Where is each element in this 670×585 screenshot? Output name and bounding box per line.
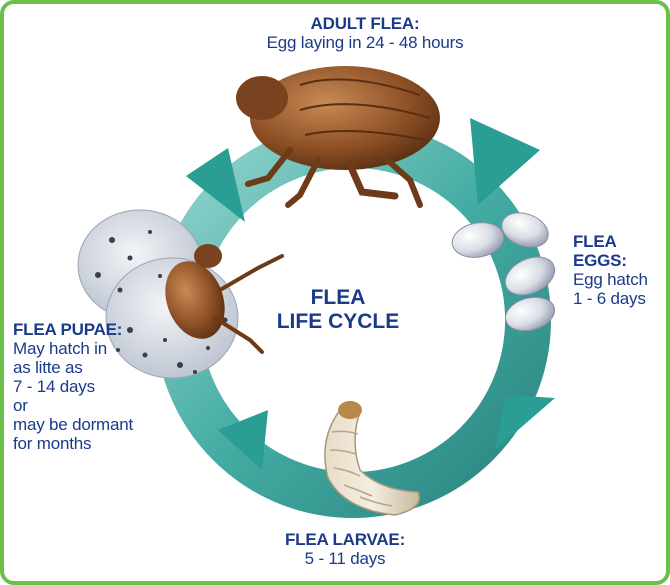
flea-eggs-detail-1: Egg hatch: [573, 270, 668, 289]
flea-pupae-detail-2: as litte as: [13, 358, 153, 377]
cycle-title-line1: FLEA: [268, 286, 408, 310]
flea-pupae-detail-5: may be dormant: [13, 415, 153, 434]
adult-flea-detail: Egg laying in 24 - 48 hours: [250, 33, 480, 52]
flea-pupae-label: FLEA PUPAE: May hatch in as litte as 7 -…: [13, 320, 153, 453]
flea-pupae-detail-4: or: [13, 396, 153, 415]
flea-eggs-heading: FLEA EGGS:: [573, 232, 668, 270]
flea-larvae-heading: FLEA LARVAE:: [260, 530, 430, 549]
flea-pupae-detail-3: 7 - 14 days: [13, 377, 153, 396]
flea-pupae-detail-6: for months: [13, 434, 153, 453]
flea-larvae-label: FLEA LARVAE: 5 - 11 days: [260, 530, 430, 568]
adult-flea-label: ADULT FLEA: Egg laying in 24 - 48 hours: [250, 14, 480, 52]
flea-larvae-detail: 5 - 11 days: [260, 549, 430, 568]
adult-flea-heading: ADULT FLEA:: [250, 14, 480, 33]
arrowhead-to-eggs: [470, 118, 540, 205]
cycle-title: FLEA LIFE CYCLE: [268, 286, 408, 334]
flea-pupae-heading: FLEA PUPAE:: [13, 320, 153, 339]
cycle-title-line2: LIFE CYCLE: [268, 310, 408, 334]
flea-eggs-detail-2: 1 - 6 days: [573, 289, 668, 308]
flea-eggs-label: FLEA EGGS: Egg hatch 1 - 6 days: [573, 232, 668, 308]
flea-pupae-detail-1: May hatch in: [13, 339, 153, 358]
